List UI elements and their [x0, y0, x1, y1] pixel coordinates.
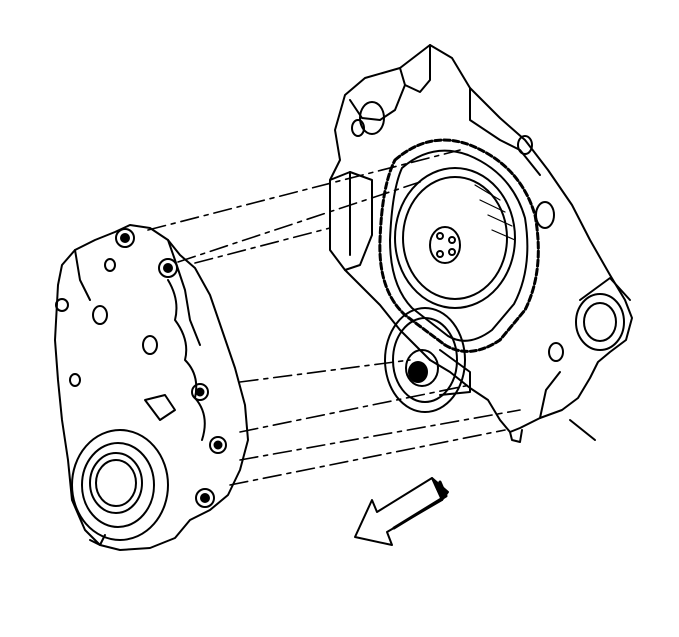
camshaft-sprocket-and-chain: [378, 138, 540, 413]
alignment-lines: [147, 149, 521, 486]
front-cover: [54, 224, 249, 551]
cover-bolts: [55, 228, 227, 508]
engine-block: [329, 44, 633, 443]
arrow-icon: [354, 477, 449, 546]
